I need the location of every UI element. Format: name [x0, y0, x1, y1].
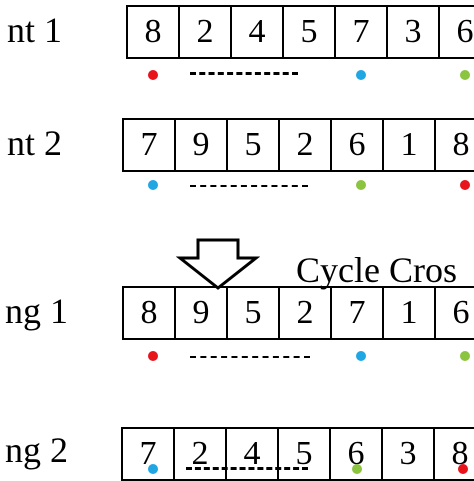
gene-cell: 2: [175, 429, 227, 479]
gene-cell: 7: [123, 429, 175, 479]
gene-cell: 3: [383, 429, 435, 479]
gene-cell: 6: [331, 429, 383, 479]
gene-cell: 7: [336, 7, 388, 57]
cycle-marker-red: [148, 351, 158, 361]
label-offspring-1: ng 1: [5, 291, 68, 331]
label-parent-2: nt 2: [6, 123, 62, 163]
chromosome-parent-1: 8 2 4 5 7 3 6: [126, 5, 474, 59]
gene-cell: 6: [332, 120, 384, 170]
gene-cell: 1: [384, 120, 436, 170]
gene-cell: 5: [228, 120, 280, 170]
gene-cell: 8: [435, 429, 474, 479]
segment-marker: [190, 185, 308, 187]
gene-cell: 8: [436, 120, 474, 170]
segment-marker: [190, 356, 310, 358]
gene-cell: 9: [176, 120, 228, 170]
gene-cell: 6: [436, 288, 474, 338]
gene-cell: 2: [280, 120, 332, 170]
gene-cell: 7: [124, 120, 176, 170]
cycle-marker-red: [148, 70, 158, 80]
segment-marker: [190, 72, 298, 75]
label-parent-1: nt 1: [6, 10, 62, 50]
chromosome-parent-2: 7 9 5 2 6 1 8: [122, 118, 474, 172]
cycle-marker-green: [356, 180, 366, 190]
gene-cell: 4: [232, 7, 284, 57]
cycle-marker-blue: [356, 351, 366, 361]
down-arrow-icon: [175, 238, 261, 290]
crossover-method-label: Cycle Cros: [296, 250, 457, 290]
gene-cell: 7: [332, 288, 384, 338]
cycle-marker-blue: [148, 180, 158, 190]
cycle-marker-green: [460, 70, 470, 80]
gene-cell: 8: [124, 288, 176, 338]
gene-cell: 2: [280, 288, 332, 338]
cycle-marker-blue: [356, 70, 366, 80]
cycle-marker-red: [458, 464, 468, 474]
gene-cell: 5: [284, 7, 336, 57]
gene-cell: 9: [176, 288, 228, 338]
gene-cell: 1: [384, 288, 436, 338]
gene-cell: 6: [440, 7, 474, 57]
cycle-marker-green: [460, 351, 470, 361]
chromosome-offspring-2: 7 2 4 5 6 3 8: [121, 427, 474, 481]
label-offspring-2: ng 2: [5, 430, 68, 470]
cycle-marker-red: [460, 180, 470, 190]
gene-cell: 3: [388, 7, 440, 57]
gene-cell: 5: [228, 288, 280, 338]
chromosome-offspring-1: 8 9 5 2 7 1 6: [122, 286, 474, 340]
gene-cell: 8: [128, 7, 180, 57]
gene-cell: 2: [180, 7, 232, 57]
gene-cell: 4: [227, 429, 279, 479]
cycle-marker-blue: [148, 464, 158, 474]
cycle-marker-green: [352, 464, 362, 474]
segment-marker: [186, 467, 308, 470]
gene-cell: 5: [279, 429, 331, 479]
